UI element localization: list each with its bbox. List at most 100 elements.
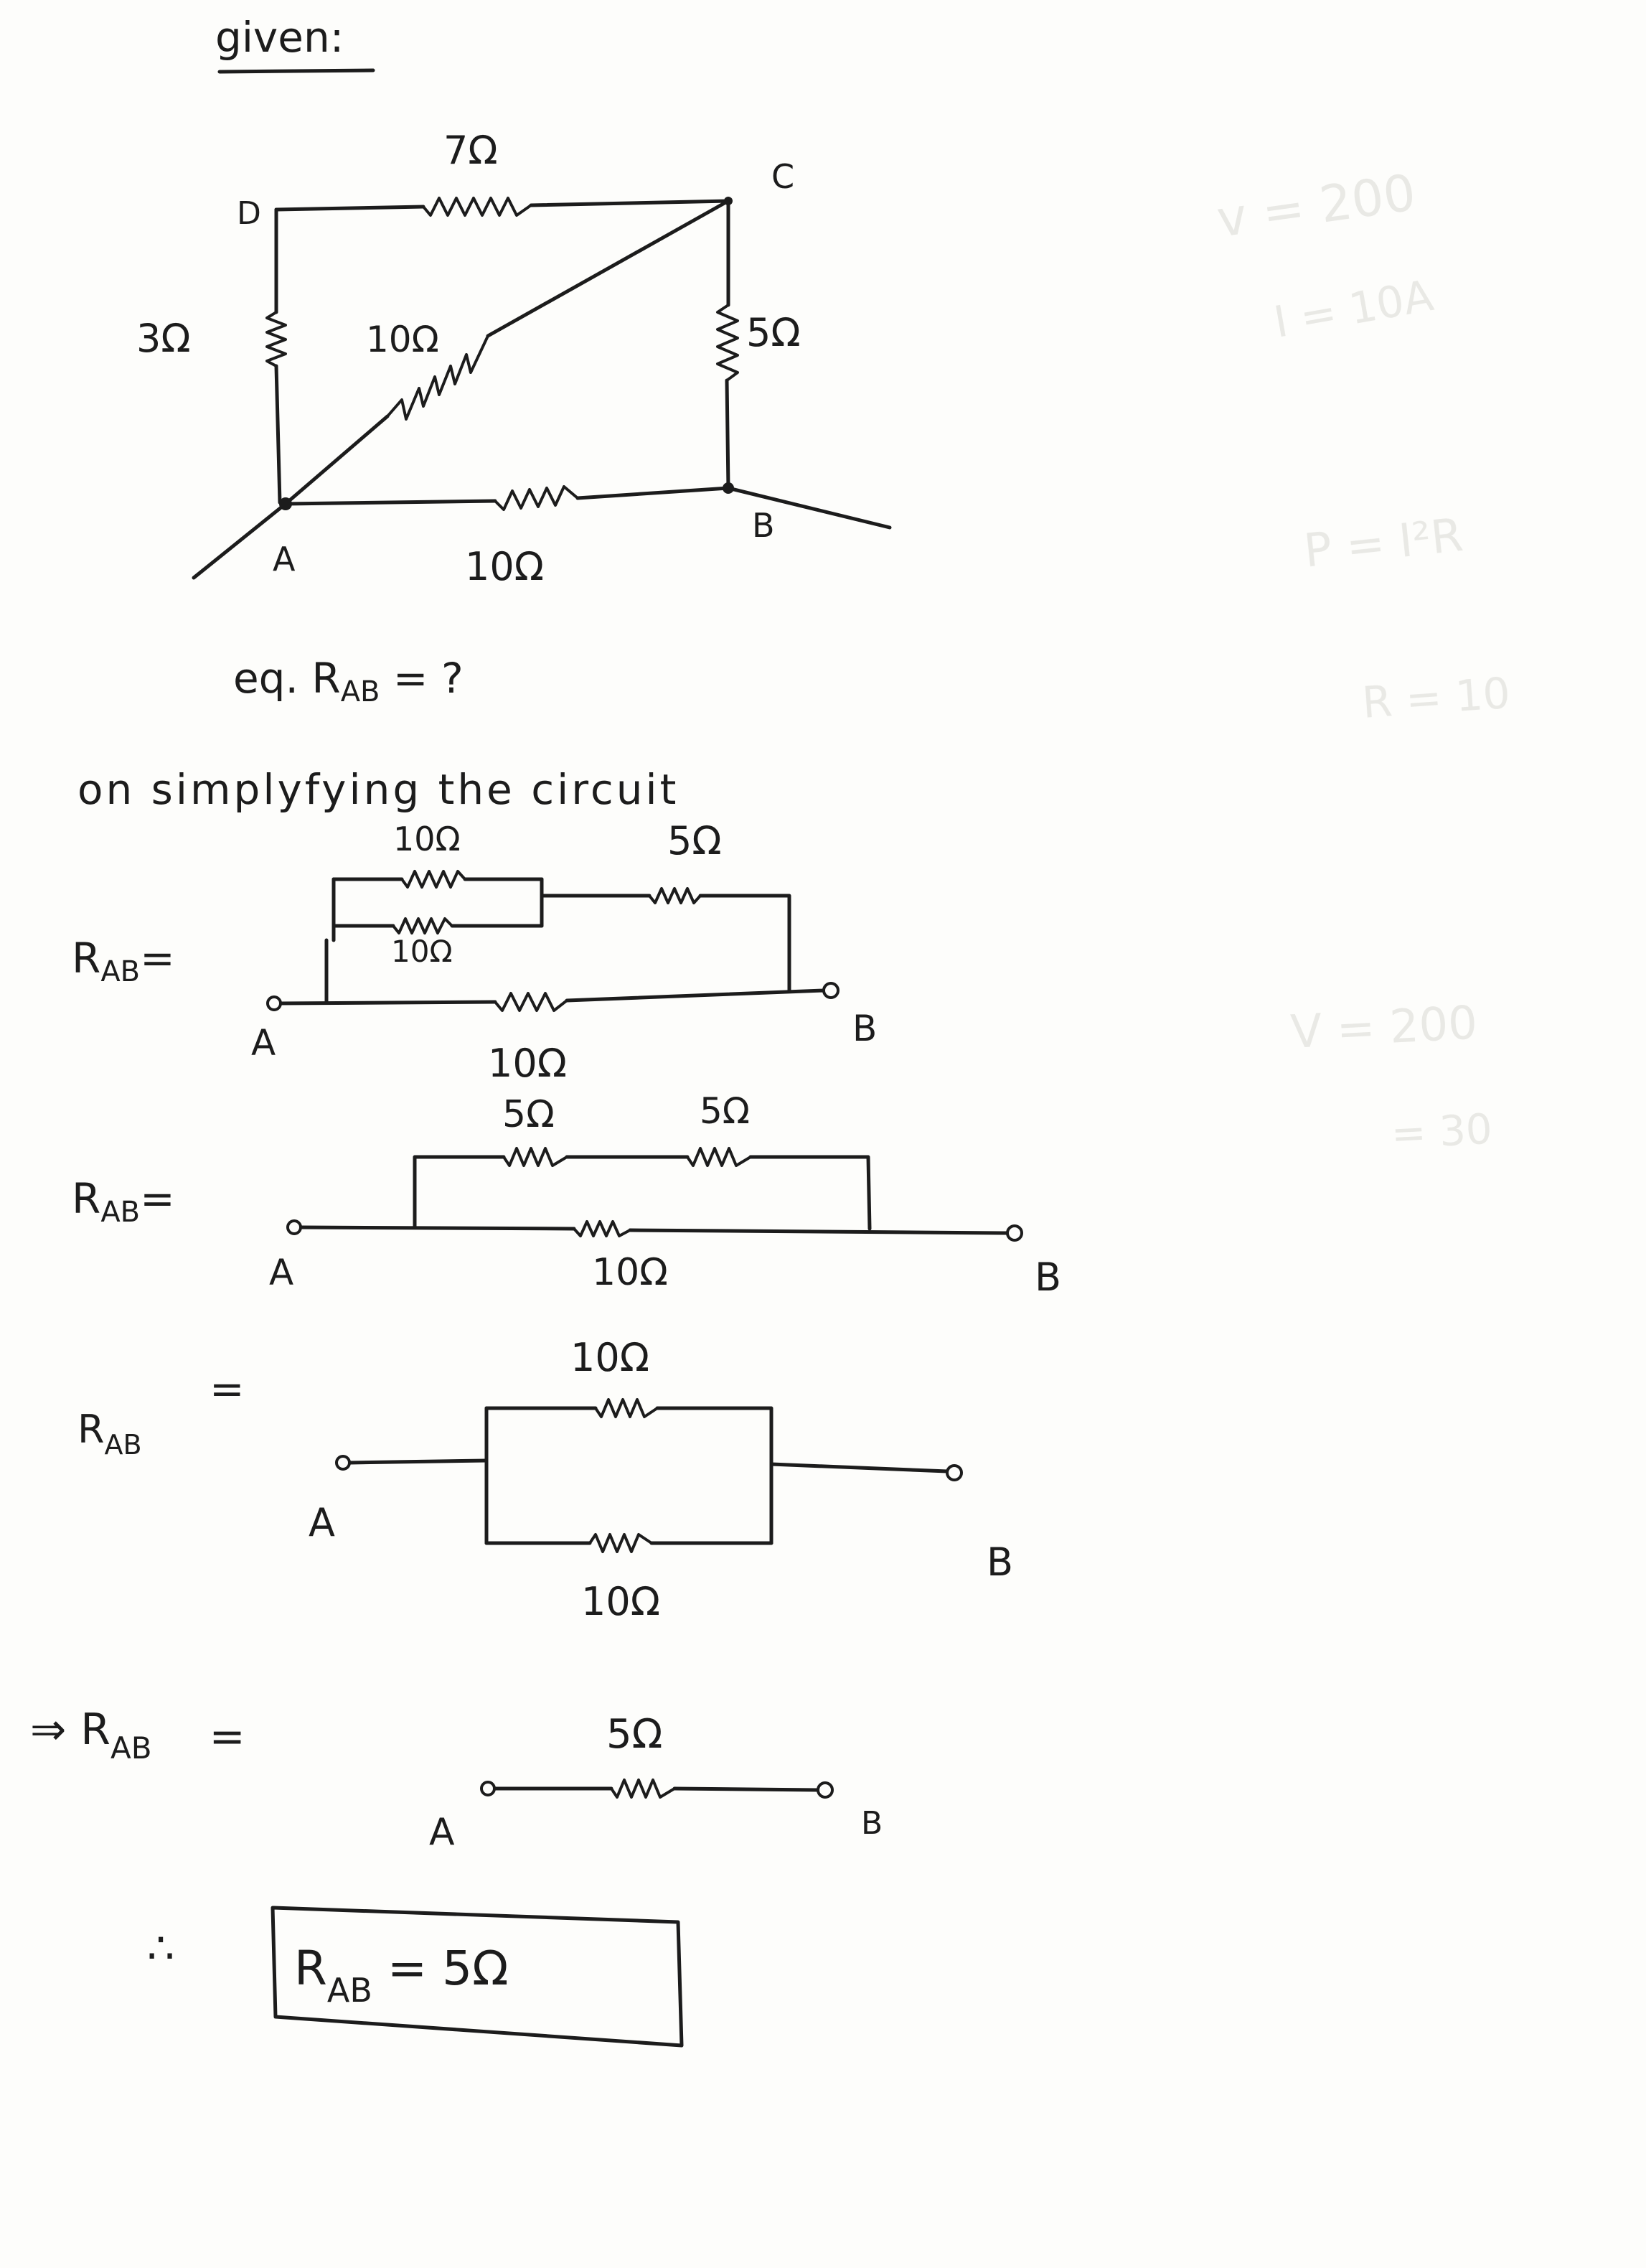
resistor-10-ohm-diagonal xyxy=(386,334,489,421)
wire-diagonal-lower xyxy=(283,414,390,506)
step4-label-b: B xyxy=(861,1805,883,1842)
step2-lhs: RAB= xyxy=(72,1174,175,1229)
step1-terminal-b xyxy=(822,982,840,999)
step3-lead-a xyxy=(348,1458,489,1465)
step3-label-a: A xyxy=(309,1500,335,1545)
step3-lead-b xyxy=(769,1462,949,1473)
resistor-3-ohm xyxy=(265,311,287,367)
final-result: ∴ RAB = 5Ω xyxy=(147,1906,684,2048)
step2-label-5-left: 5Ω xyxy=(502,1093,555,1136)
step1-resistor-10-bottom-branch xyxy=(494,992,568,1012)
step4-label-5: 5Ω xyxy=(606,1711,662,1758)
step2-resistor-5-right xyxy=(686,1147,752,1167)
step1-series-right xyxy=(698,894,791,993)
step1-resistor-10-top xyxy=(400,870,466,889)
step1-label-10-branch: 10Ω xyxy=(488,1041,567,1086)
step3-resistor-10-top xyxy=(594,1398,659,1418)
step2-terminal-a xyxy=(286,1219,302,1235)
label-5-ohm: 5Ω xyxy=(746,310,801,355)
step-3-circuit: = RAB 10Ω 10Ω A B xyxy=(77,1335,1013,1624)
question-sub: AB xyxy=(341,675,380,708)
step4-lead-b xyxy=(672,1786,820,1792)
label-7-ohm: 7Ω xyxy=(443,128,498,173)
label-node-c: C xyxy=(771,157,794,196)
question-prefix: eq. xyxy=(233,654,298,703)
given-circuit: D C A B 7Ω 3Ω 5Ω 10Ω 10Ω xyxy=(136,128,892,589)
step1-lhs: RAB= xyxy=(72,934,175,988)
step-4-circuit: ⇒RAB= 5Ω A B xyxy=(30,1705,883,1854)
result-box xyxy=(271,1906,684,2048)
step3-lhs: RAB xyxy=(77,1407,142,1461)
step3-top-right xyxy=(655,1406,773,1545)
heading-text: given: xyxy=(215,13,344,62)
svg-text:= 30: = 30 xyxy=(1390,1105,1493,1158)
svg-text:v = 200: v = 200 xyxy=(1213,163,1419,249)
step-2-circuit: RAB= 5Ω 5Ω 10Ω A B xyxy=(72,1090,1061,1300)
label-node-a: A xyxy=(273,540,296,578)
step2-top-right xyxy=(748,1155,872,1231)
wire-bottom-right-b xyxy=(575,486,730,500)
step3-label-10-bottom: 10Ω xyxy=(581,1579,660,1624)
label-10-ohm-bottom: 10Ω xyxy=(465,544,544,589)
step2-bottom-left xyxy=(298,1225,576,1231)
step3-label-10-top: 10Ω xyxy=(570,1335,649,1380)
svg-text:I = 10A: I = 10A xyxy=(1270,271,1436,348)
node-c-dot xyxy=(724,197,733,205)
step1-terminal-a xyxy=(266,995,282,1011)
step1-label-5: 5Ω xyxy=(667,818,722,863)
svg-text:V = 200: V = 200 xyxy=(1289,996,1479,1059)
question: eq. RAB = ? xyxy=(233,654,464,708)
step3-eq: = xyxy=(210,1364,245,1413)
simplify-note: on simplyfying the circuit xyxy=(77,765,679,814)
svg-text:P = I²R: P = I²R xyxy=(1302,509,1465,578)
resistor-5-ohm xyxy=(716,304,739,382)
resistor-7-ohm xyxy=(422,197,532,217)
step3-resistor-10-bottom xyxy=(588,1533,653,1553)
step3-terminal-b xyxy=(946,1464,963,1481)
heading-underline xyxy=(217,68,375,74)
result-text: RAB = 5Ω xyxy=(294,1941,509,2010)
label-node-b: B xyxy=(752,506,775,545)
step2-label-b: B xyxy=(1035,1255,1061,1300)
step4-terminal-a xyxy=(480,1781,496,1796)
step2-bottom-right xyxy=(628,1228,1010,1235)
step1-label-a: A xyxy=(251,1022,276,1064)
step1-bottom-left xyxy=(278,1000,497,1006)
step1-resistor-5 xyxy=(648,887,702,904)
wire-d-top-left xyxy=(274,205,425,212)
step1-bottom-right xyxy=(565,988,826,1003)
question-r: R xyxy=(311,654,340,703)
step1-label-10-top: 10Ω xyxy=(393,820,461,858)
step2-label-10: 10Ω xyxy=(592,1251,668,1294)
wire-top-right-c xyxy=(529,199,730,207)
wire-c-right-lower xyxy=(725,378,730,490)
question-line: eq. RAB = ? xyxy=(233,654,464,708)
step2-label-5-right: 5Ω xyxy=(700,1090,750,1132)
label-3-ohm: 3Ω xyxy=(136,316,191,361)
label-10-ohm-diagonal: 10Ω xyxy=(366,319,439,360)
step1-label-b: B xyxy=(852,1008,877,1049)
wire-a-bottom-left xyxy=(283,499,497,506)
step2-label-a: A xyxy=(269,1252,293,1293)
lead-a xyxy=(192,502,288,580)
label-node-d: D xyxy=(237,195,261,232)
step2-terminal-b xyxy=(1006,1224,1023,1242)
step2-top-left xyxy=(413,1155,506,1229)
resistor-10-ohm-bottom xyxy=(494,485,579,511)
step4-resistor-5 xyxy=(610,1779,676,1799)
step2-resistor-5-left xyxy=(502,1147,568,1167)
therefore-symbol: ∴ xyxy=(147,1923,174,1974)
step1-resistor-10-bottom xyxy=(392,917,453,934)
step2-resistor-10 xyxy=(573,1220,631,1237)
step1-label-10-bottom: 10Ω xyxy=(391,934,453,969)
step4-terminal-b xyxy=(817,1781,834,1799)
step4-lhs: ⇒RAB= xyxy=(30,1705,245,1766)
step-1-circuit: RAB= 10Ω 10Ω 5Ω 10Ω A B xyxy=(72,818,877,1086)
step3-label-b: B xyxy=(987,1540,1013,1585)
svg-text:R = 10: R = 10 xyxy=(1360,668,1512,728)
wire-d-left-lower xyxy=(274,364,282,505)
bleed-through-background: v = 200 I = 10A P = I²R R = 10 V = 200 =… xyxy=(1213,163,1512,1158)
node-b-dot xyxy=(723,482,734,494)
